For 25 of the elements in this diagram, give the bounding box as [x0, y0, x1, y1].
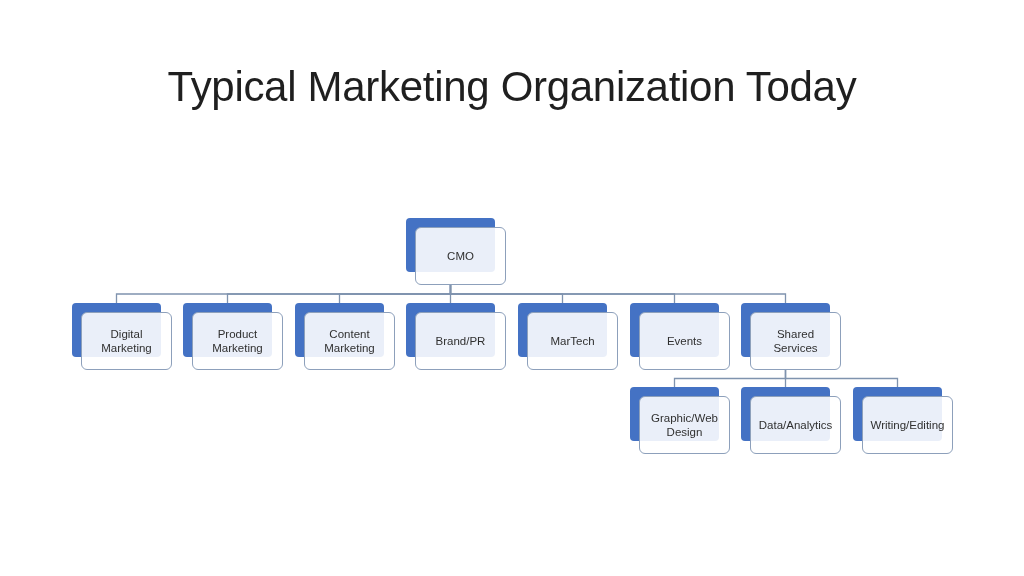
org-chart-box [741, 303, 841, 370]
org-chart-box [630, 387, 730, 454]
role-label: Shared Services [772, 327, 819, 355]
role-label: Graphic/Web Design [650, 411, 719, 439]
slide-title: Typical Marketing Organization Today [167, 62, 857, 112]
org-chart-box [72, 303, 172, 370]
org-chart-box [406, 218, 506, 285]
role-label: Content Marketing [323, 327, 376, 355]
org-chart-box [741, 387, 841, 454]
org-chart-box [518, 303, 618, 370]
org-chart-box [630, 303, 730, 370]
connector-line [784, 369, 899, 388]
role-label: Data/Analytics [758, 418, 833, 432]
role-label: Brand/PR [435, 334, 486, 348]
role-label: Digital Marketing [100, 327, 153, 355]
role-label: CMO [447, 249, 474, 263]
org-chart-box [183, 303, 283, 370]
role-label: MarTech [550, 334, 595, 348]
role-label: Events [666, 334, 703, 348]
role-label: Writing/Editing [870, 418, 945, 432]
connector-line [449, 284, 787, 304]
org-chart-box [406, 303, 506, 370]
org-chart-box [295, 303, 395, 370]
org-chart-box [853, 387, 953, 454]
role-label: Product Marketing [211, 327, 264, 355]
